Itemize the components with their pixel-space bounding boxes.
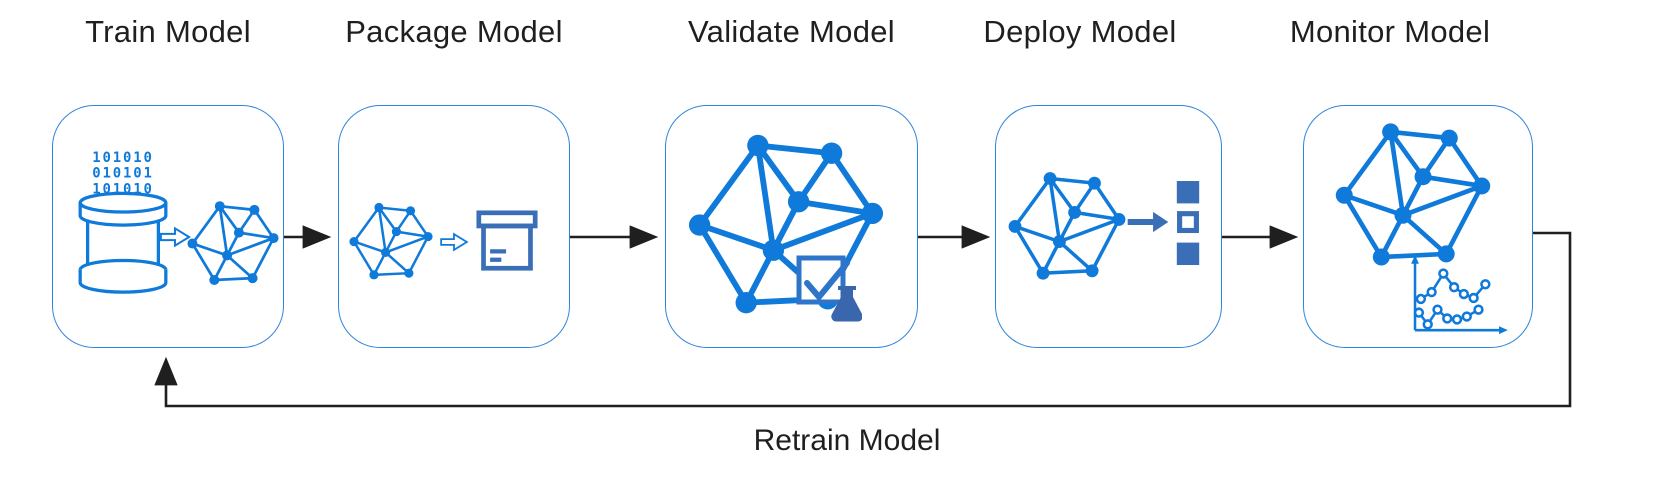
stage-title-train: Train Model xyxy=(85,14,251,49)
stage-box-validate xyxy=(665,105,918,348)
solid-arrow-icon xyxy=(1127,211,1169,233)
binary-line-2: 010101 xyxy=(92,166,154,182)
binary-line-1: 101010 xyxy=(92,150,154,166)
stage-box-train: 101010 010101 101010 xyxy=(52,105,284,348)
retrain-label: Retrain Model xyxy=(753,424,941,457)
stage-box-monitor xyxy=(1303,105,1533,348)
validation-badge-icon xyxy=(796,255,862,322)
stage-title-package: Package Model xyxy=(345,14,563,49)
model-network-graph-icon xyxy=(187,199,279,287)
package-box-icon xyxy=(476,210,538,271)
chart-series-lower xyxy=(1413,304,1484,330)
stage-title-validate: Validate Model xyxy=(688,14,895,49)
stage-box-deploy xyxy=(995,105,1222,348)
metrics-line-chart-icon xyxy=(1411,254,1508,335)
stage-box-package xyxy=(338,105,570,348)
model-network-graph-icon xyxy=(1328,118,1498,274)
model-network-graph-icon xyxy=(1008,170,1126,282)
hollow-transform-arrow-icon xyxy=(440,233,468,251)
model-network-graph-icon xyxy=(349,201,433,281)
stage-title-deploy: Deploy Model xyxy=(983,14,1177,49)
stacked-modules-icon xyxy=(1176,181,1200,265)
database-binary-icon: 101010 010101 101010 xyxy=(78,150,168,294)
database-cylinder xyxy=(78,191,168,294)
chart-series-upper xyxy=(1415,268,1491,305)
stage-title-monitor: Monitor Model xyxy=(1289,14,1491,49)
